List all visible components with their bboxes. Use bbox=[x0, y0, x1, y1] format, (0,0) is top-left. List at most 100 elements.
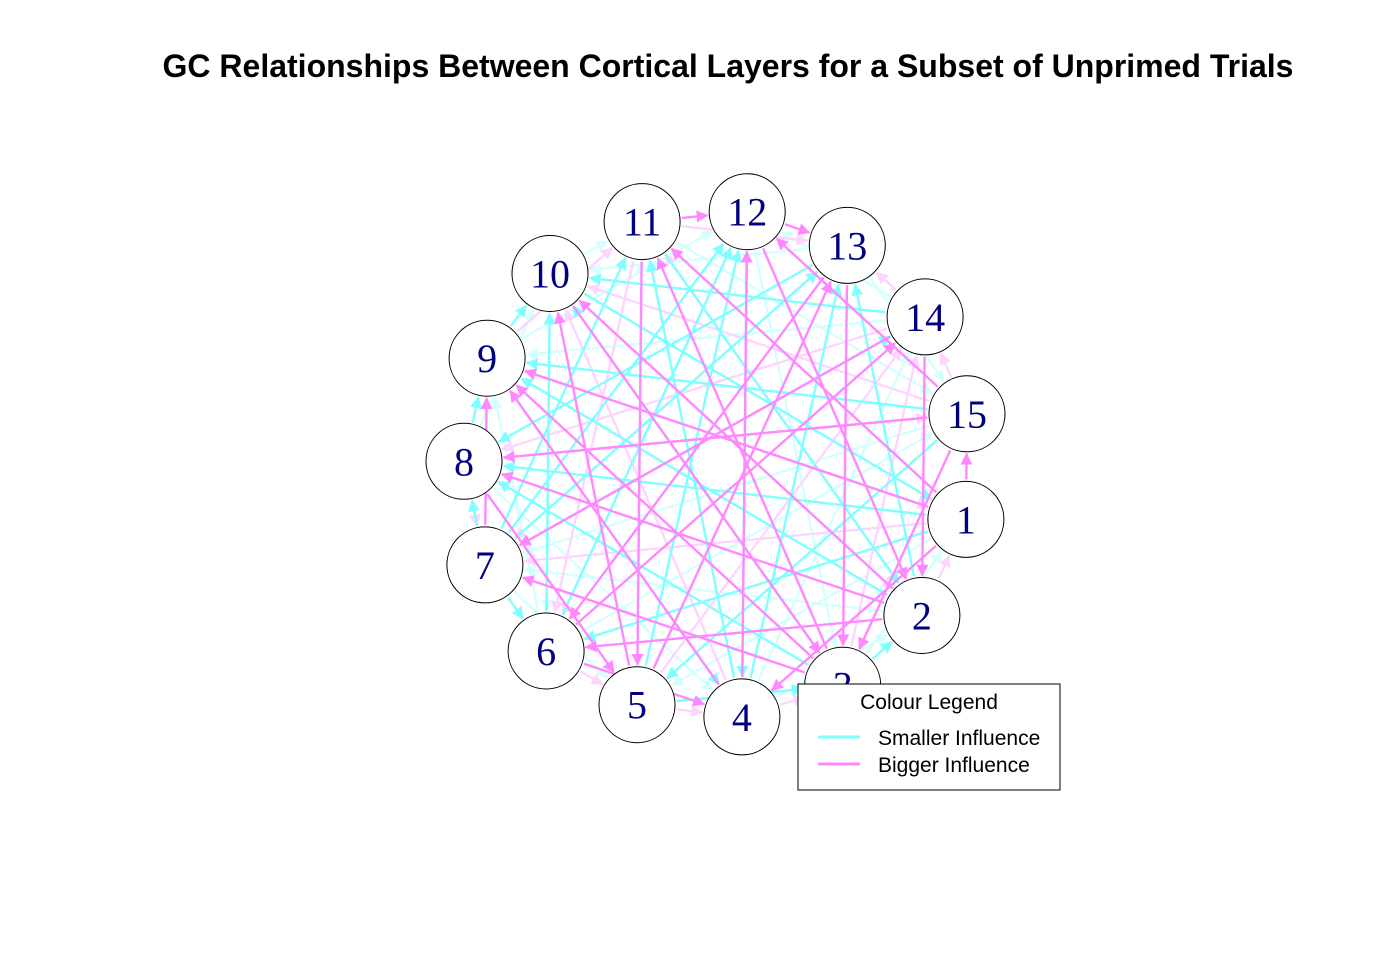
edge-6-to-5 bbox=[579, 670, 604, 686]
node-label-7: 7 bbox=[475, 543, 495, 588]
edge-1-to-9 bbox=[523, 368, 929, 508]
node-5: 5 bbox=[598, 666, 676, 744]
edge-9-to-10 bbox=[509, 304, 528, 327]
node-label-14: 14 bbox=[905, 295, 945, 340]
edge-7-to-8 bbox=[468, 499, 480, 526]
node-label-9: 9 bbox=[477, 336, 497, 381]
edges-layer bbox=[468, 210, 973, 717]
edge-2-to-13 bbox=[851, 283, 916, 577]
node-circle-14 bbox=[886, 278, 964, 356]
edge-1-to-6 bbox=[583, 530, 929, 642]
edge-2-to-10 bbox=[578, 299, 894, 590]
node-label-4: 4 bbox=[732, 695, 752, 740]
edge-15-to-12 bbox=[775, 237, 939, 388]
edge-10-to-1 bbox=[583, 292, 933, 501]
node-8: 8 bbox=[425, 422, 503, 500]
node-circle-1 bbox=[927, 480, 1005, 558]
node-9: 9 bbox=[448, 319, 526, 397]
edge-15-to-10 bbox=[586, 283, 930, 403]
edge-15-to-14 bbox=[939, 352, 953, 378]
edge-2-to-1 bbox=[937, 554, 951, 580]
edge-1-to-5 bbox=[670, 538, 932, 687]
edge-6-to-14 bbox=[575, 342, 896, 626]
colour-legend: Colour Legend Smaller Influence Bigger I… bbox=[797, 683, 1061, 791]
edge-5-to-12 bbox=[644, 249, 742, 666]
edge-11-to-12 bbox=[681, 210, 709, 223]
edge-14-to-7 bbox=[518, 335, 891, 547]
edge-4-to-10 bbox=[564, 309, 728, 681]
node-label-15: 15 bbox=[947, 392, 987, 437]
edge-4-to-12 bbox=[740, 250, 753, 677]
node-circle-5 bbox=[598, 666, 676, 744]
edge-15-to-8 bbox=[502, 416, 928, 463]
edge-10-to-11 bbox=[584, 240, 609, 255]
edge-15-to-5 bbox=[666, 439, 938, 680]
node-10: 10 bbox=[511, 235, 589, 312]
edge-11-to-5 bbox=[631, 261, 644, 666]
edge-7-to-12 bbox=[507, 242, 725, 534]
edge-5-to-14 bbox=[659, 348, 903, 674]
node-15: 15 bbox=[928, 375, 1006, 453]
edge-8-to-4 bbox=[492, 487, 714, 691]
node-circle-2 bbox=[883, 577, 961, 654]
node-circle-11 bbox=[603, 183, 681, 261]
edge-3-to-8 bbox=[497, 480, 809, 666]
edge-11-to-6 bbox=[551, 260, 635, 614]
node-circle-4 bbox=[703, 678, 781, 756]
edge-13-to-8 bbox=[497, 263, 814, 443]
edge-7-to-11 bbox=[500, 256, 627, 529]
edge-2-to-9 bbox=[520, 377, 889, 597]
edge-14-to-9 bbox=[525, 319, 886, 360]
edge-8-to-9 bbox=[470, 396, 482, 423]
node-label-8: 8 bbox=[454, 439, 474, 484]
edge-4-to-9 bbox=[509, 389, 720, 685]
edge-6-to-12 bbox=[561, 247, 732, 616]
node-14: 14 bbox=[886, 278, 964, 356]
legend-title: Colour Legend bbox=[860, 691, 998, 714]
chart-title: GC Relationships Between Cortical Layers… bbox=[162, 48, 1294, 84]
edge-14-to-10 bbox=[588, 273, 886, 314]
edge-6-to-10 bbox=[543, 312, 556, 612]
edge-2-to-7 bbox=[523, 564, 883, 613]
nodes-layer: 123456789101112131415 bbox=[425, 173, 1006, 756]
edge-8-to-5 bbox=[486, 493, 615, 674]
node-circle-9 bbox=[448, 319, 526, 397]
edge-4-to-13 bbox=[749, 283, 843, 679]
node-label-12: 12 bbox=[727, 190, 767, 235]
edge-5-to-4 bbox=[676, 705, 704, 717]
node-11: 11 bbox=[603, 183, 681, 261]
edge-11-to-15 bbox=[675, 240, 934, 395]
edge-2-to-6 bbox=[584, 618, 883, 653]
edge-15-to-7 bbox=[521, 424, 930, 556]
node-label-13: 13 bbox=[827, 223, 867, 268]
node-1: 1 bbox=[927, 480, 1005, 558]
node-circle-6 bbox=[507, 612, 585, 690]
edge-11-to-2 bbox=[664, 253, 900, 584]
edge-3-to-7 bbox=[521, 575, 806, 674]
node-13: 13 bbox=[808, 206, 886, 284]
node-circle-8 bbox=[425, 422, 503, 500]
edge-14-to-2 bbox=[916, 356, 929, 577]
edge-6-to-15 bbox=[580, 432, 934, 633]
node-label-1: 1 bbox=[956, 497, 976, 542]
edge-10-to-3 bbox=[572, 305, 821, 654]
node-6: 6 bbox=[507, 612, 585, 690]
node-7: 7 bbox=[446, 526, 524, 604]
edge-1-to-8 bbox=[502, 461, 927, 516]
edge-4-to-11 bbox=[646, 259, 736, 678]
edge-1-to-4 bbox=[770, 544, 937, 692]
node-label-2: 2 bbox=[912, 594, 932, 639]
edge-1-to-11 bbox=[670, 247, 938, 494]
node-label-5: 5 bbox=[627, 683, 647, 728]
node-4: 4 bbox=[703, 678, 781, 756]
node-circle-13 bbox=[808, 206, 886, 284]
edge-5-to-13 bbox=[652, 280, 832, 669]
edge-12-to-13 bbox=[784, 223, 811, 235]
edge-3-to-2 bbox=[871, 640, 893, 660]
edge-3-to-14 bbox=[850, 354, 920, 647]
edge-15-to-9 bbox=[525, 358, 928, 411]
edge-3-to-9 bbox=[515, 384, 815, 660]
edge-4-to-14 bbox=[757, 352, 910, 681]
edge-13-to-3 bbox=[837, 285, 850, 647]
edge-12-to-3 bbox=[753, 250, 839, 648]
